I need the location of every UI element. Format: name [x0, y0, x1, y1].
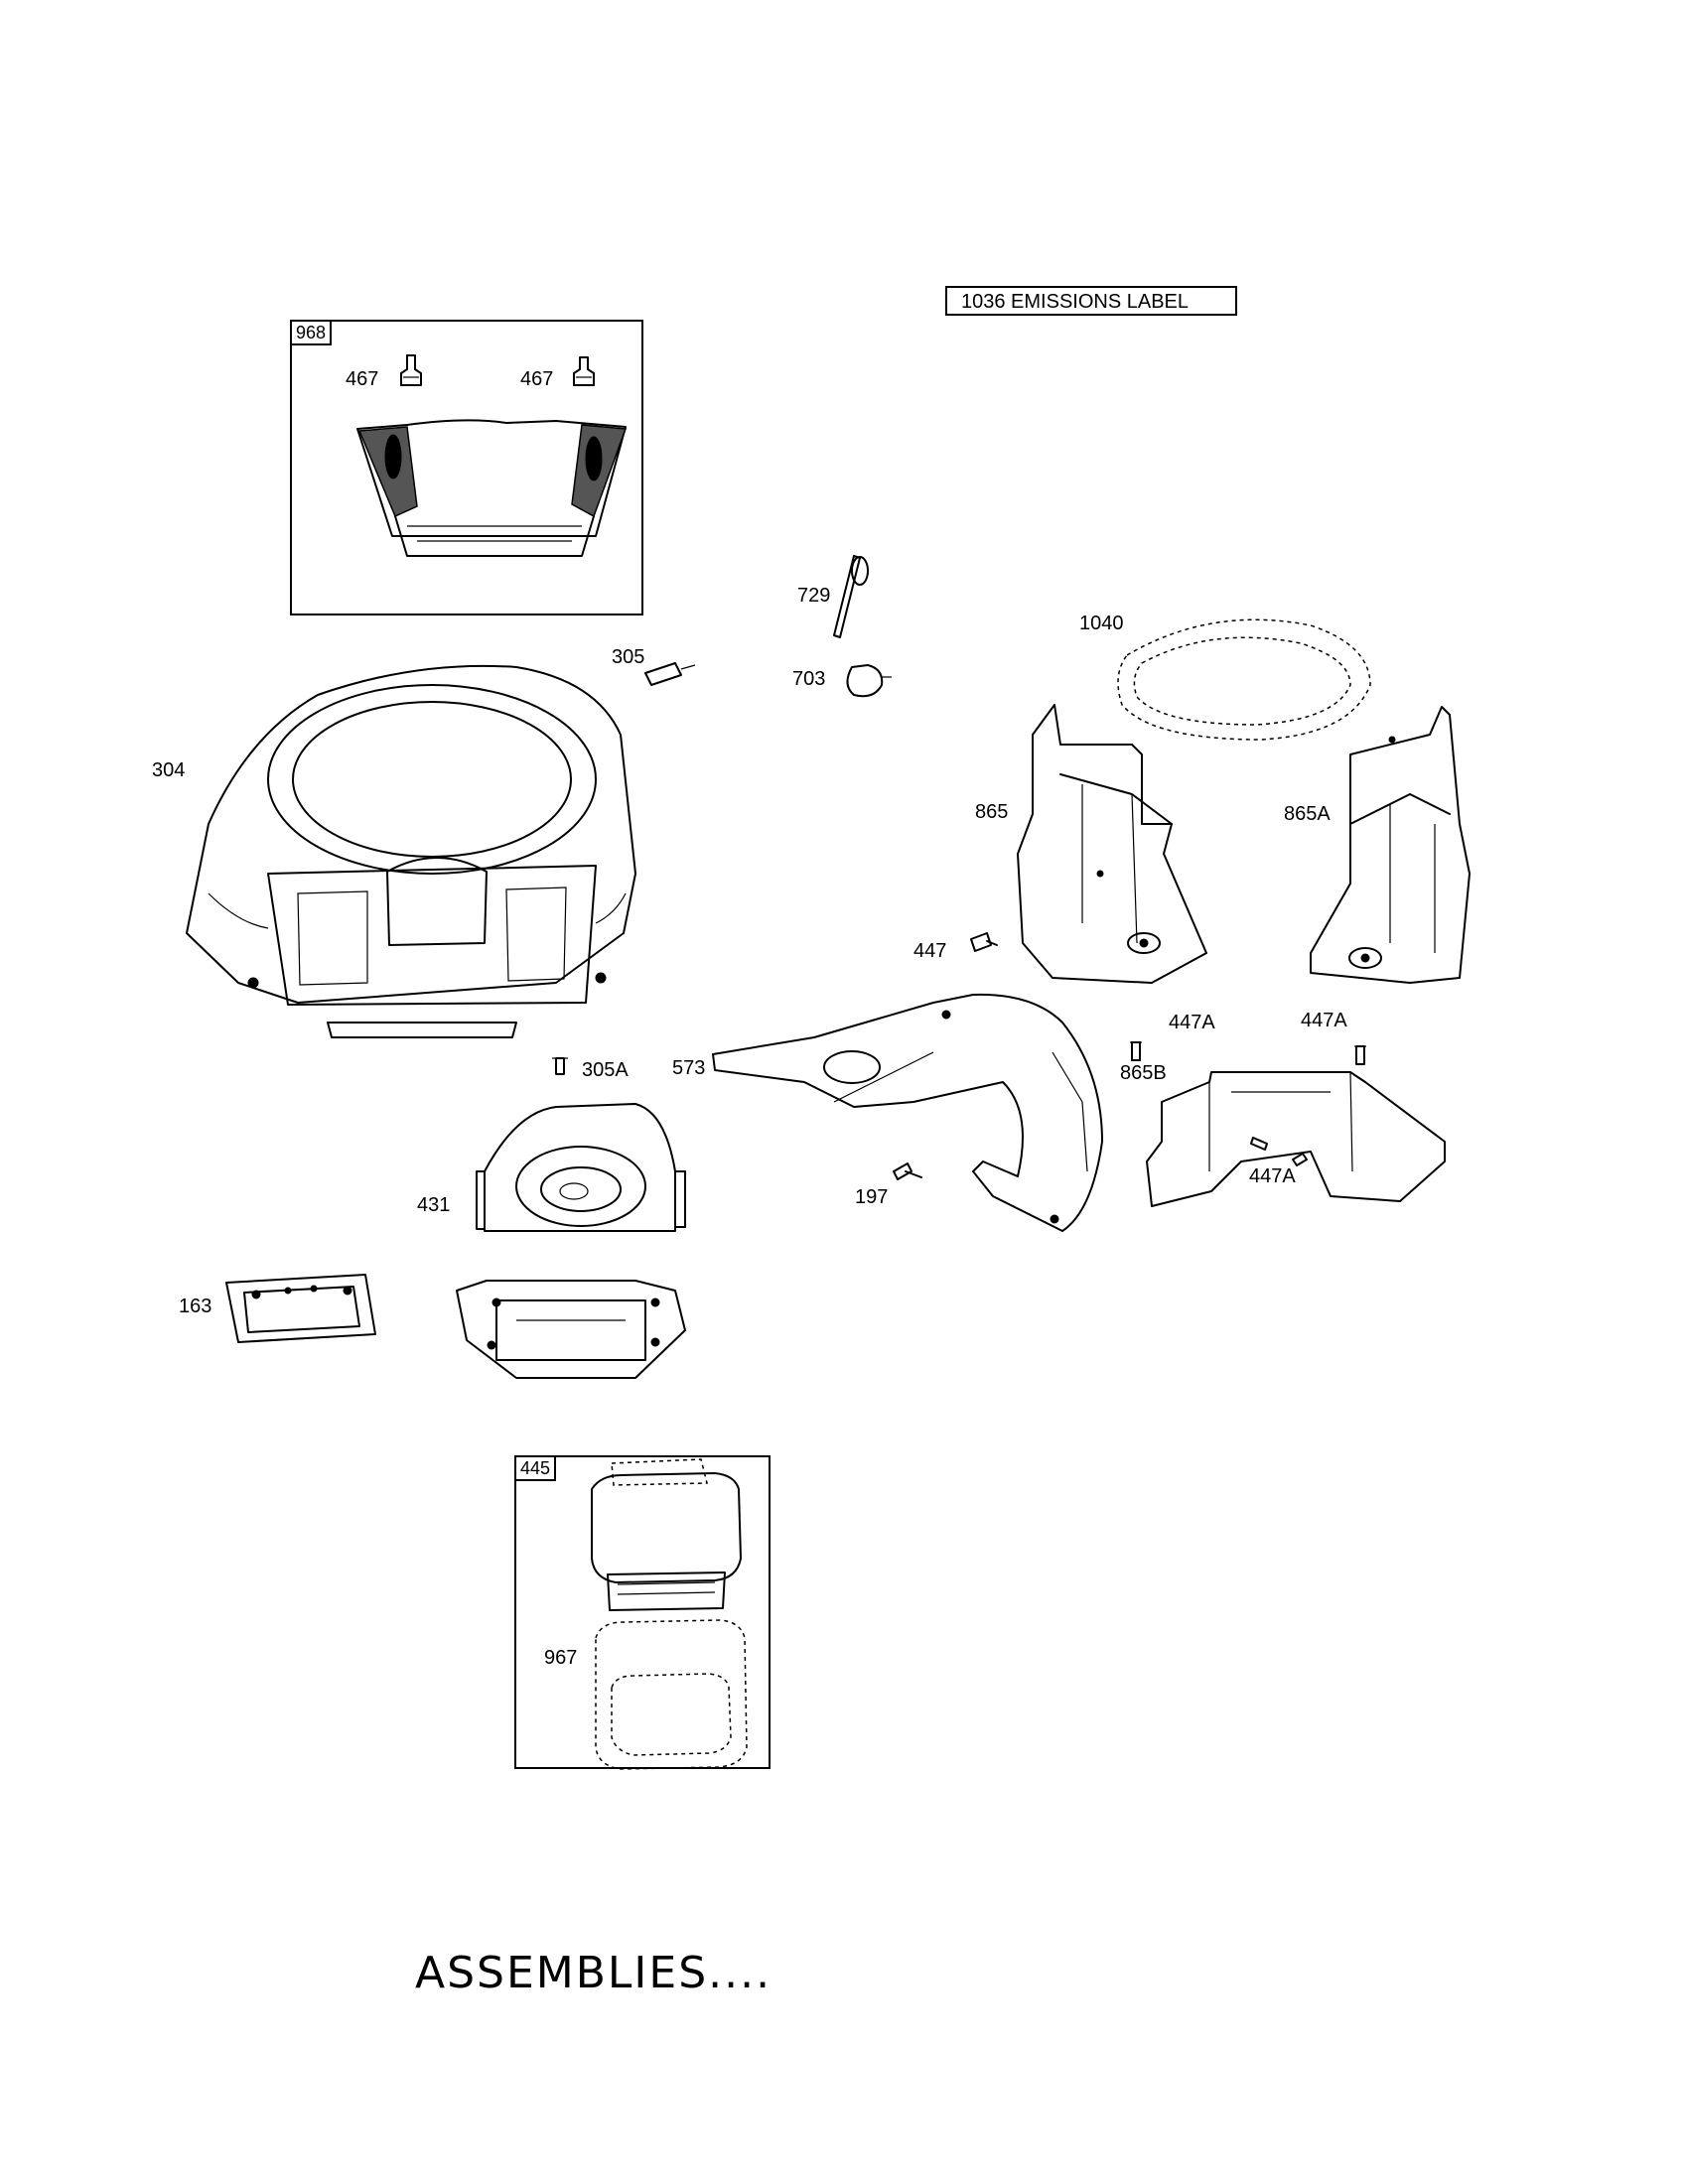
- callout-865B: 865B: [1120, 1062, 1167, 1084]
- kit-445-tag: 445: [514, 1455, 557, 1481]
- clip-703: [846, 664, 892, 698]
- callout-447: 447: [913, 940, 947, 962]
- pin-467-right: [573, 356, 595, 386]
- baffle-573: [712, 993, 1103, 1232]
- screw-447: [970, 932, 998, 952]
- callout-163: 163: [179, 1296, 212, 1317]
- gasket-163: [225, 1274, 376, 1343]
- callout-703: 703: [792, 668, 826, 690]
- screw-447A-right: [1354, 1045, 1366, 1065]
- shield-865A: [1310, 706, 1471, 984]
- blower-housing-304: [186, 664, 636, 1038]
- kit-968-tag: 968: [290, 320, 333, 345]
- callout-865A: 865A: [1284, 803, 1331, 825]
- tie-729: [833, 555, 869, 638]
- gasket-1040: [1117, 618, 1371, 741]
- callout-447A-bottom: 447A: [1249, 1165, 1296, 1187]
- air-cleaner-431: [456, 1103, 686, 1379]
- screw-447A-left: [1130, 1041, 1142, 1061]
- callout-305: 305: [612, 646, 645, 668]
- screw-197: [893, 1162, 922, 1180]
- callout-305A: 305A: [582, 1059, 629, 1081]
- callout-1040: 1040: [1079, 613, 1124, 634]
- cover-968: [356, 419, 628, 557]
- callout-467-right: 467: [520, 368, 554, 390]
- shield-865B: [1146, 1071, 1446, 1207]
- callout-467-left: 467: [346, 368, 379, 390]
- callout-967: 967: [544, 1647, 578, 1669]
- shield-865: [1017, 704, 1207, 984]
- callout-197: 197: [855, 1186, 889, 1208]
- screw-305: [644, 662, 696, 686]
- footer-title: ASSEMBLIES....: [415, 1948, 772, 1998]
- callout-304: 304: [152, 759, 186, 781]
- filter-445-contents: [591, 1458, 748, 1770]
- pin-467-left: [400, 354, 422, 386]
- callout-865: 865: [975, 801, 1009, 823]
- callout-431: 431: [417, 1194, 451, 1216]
- kit-968-box: [290, 320, 643, 615]
- callout-447A-left: 447A: [1169, 1012, 1215, 1033]
- callout-729: 729: [797, 585, 831, 607]
- emissions-label-box: 1036 EMISSIONS LABEL: [945, 286, 1237, 316]
- callout-573: 573: [672, 1057, 706, 1079]
- callout-447A-right: 447A: [1301, 1010, 1347, 1031]
- kit-445-box: [514, 1455, 771, 1769]
- screw-447A-bottom: [1250, 1137, 1308, 1166]
- screw-305A: [552, 1057, 568, 1075]
